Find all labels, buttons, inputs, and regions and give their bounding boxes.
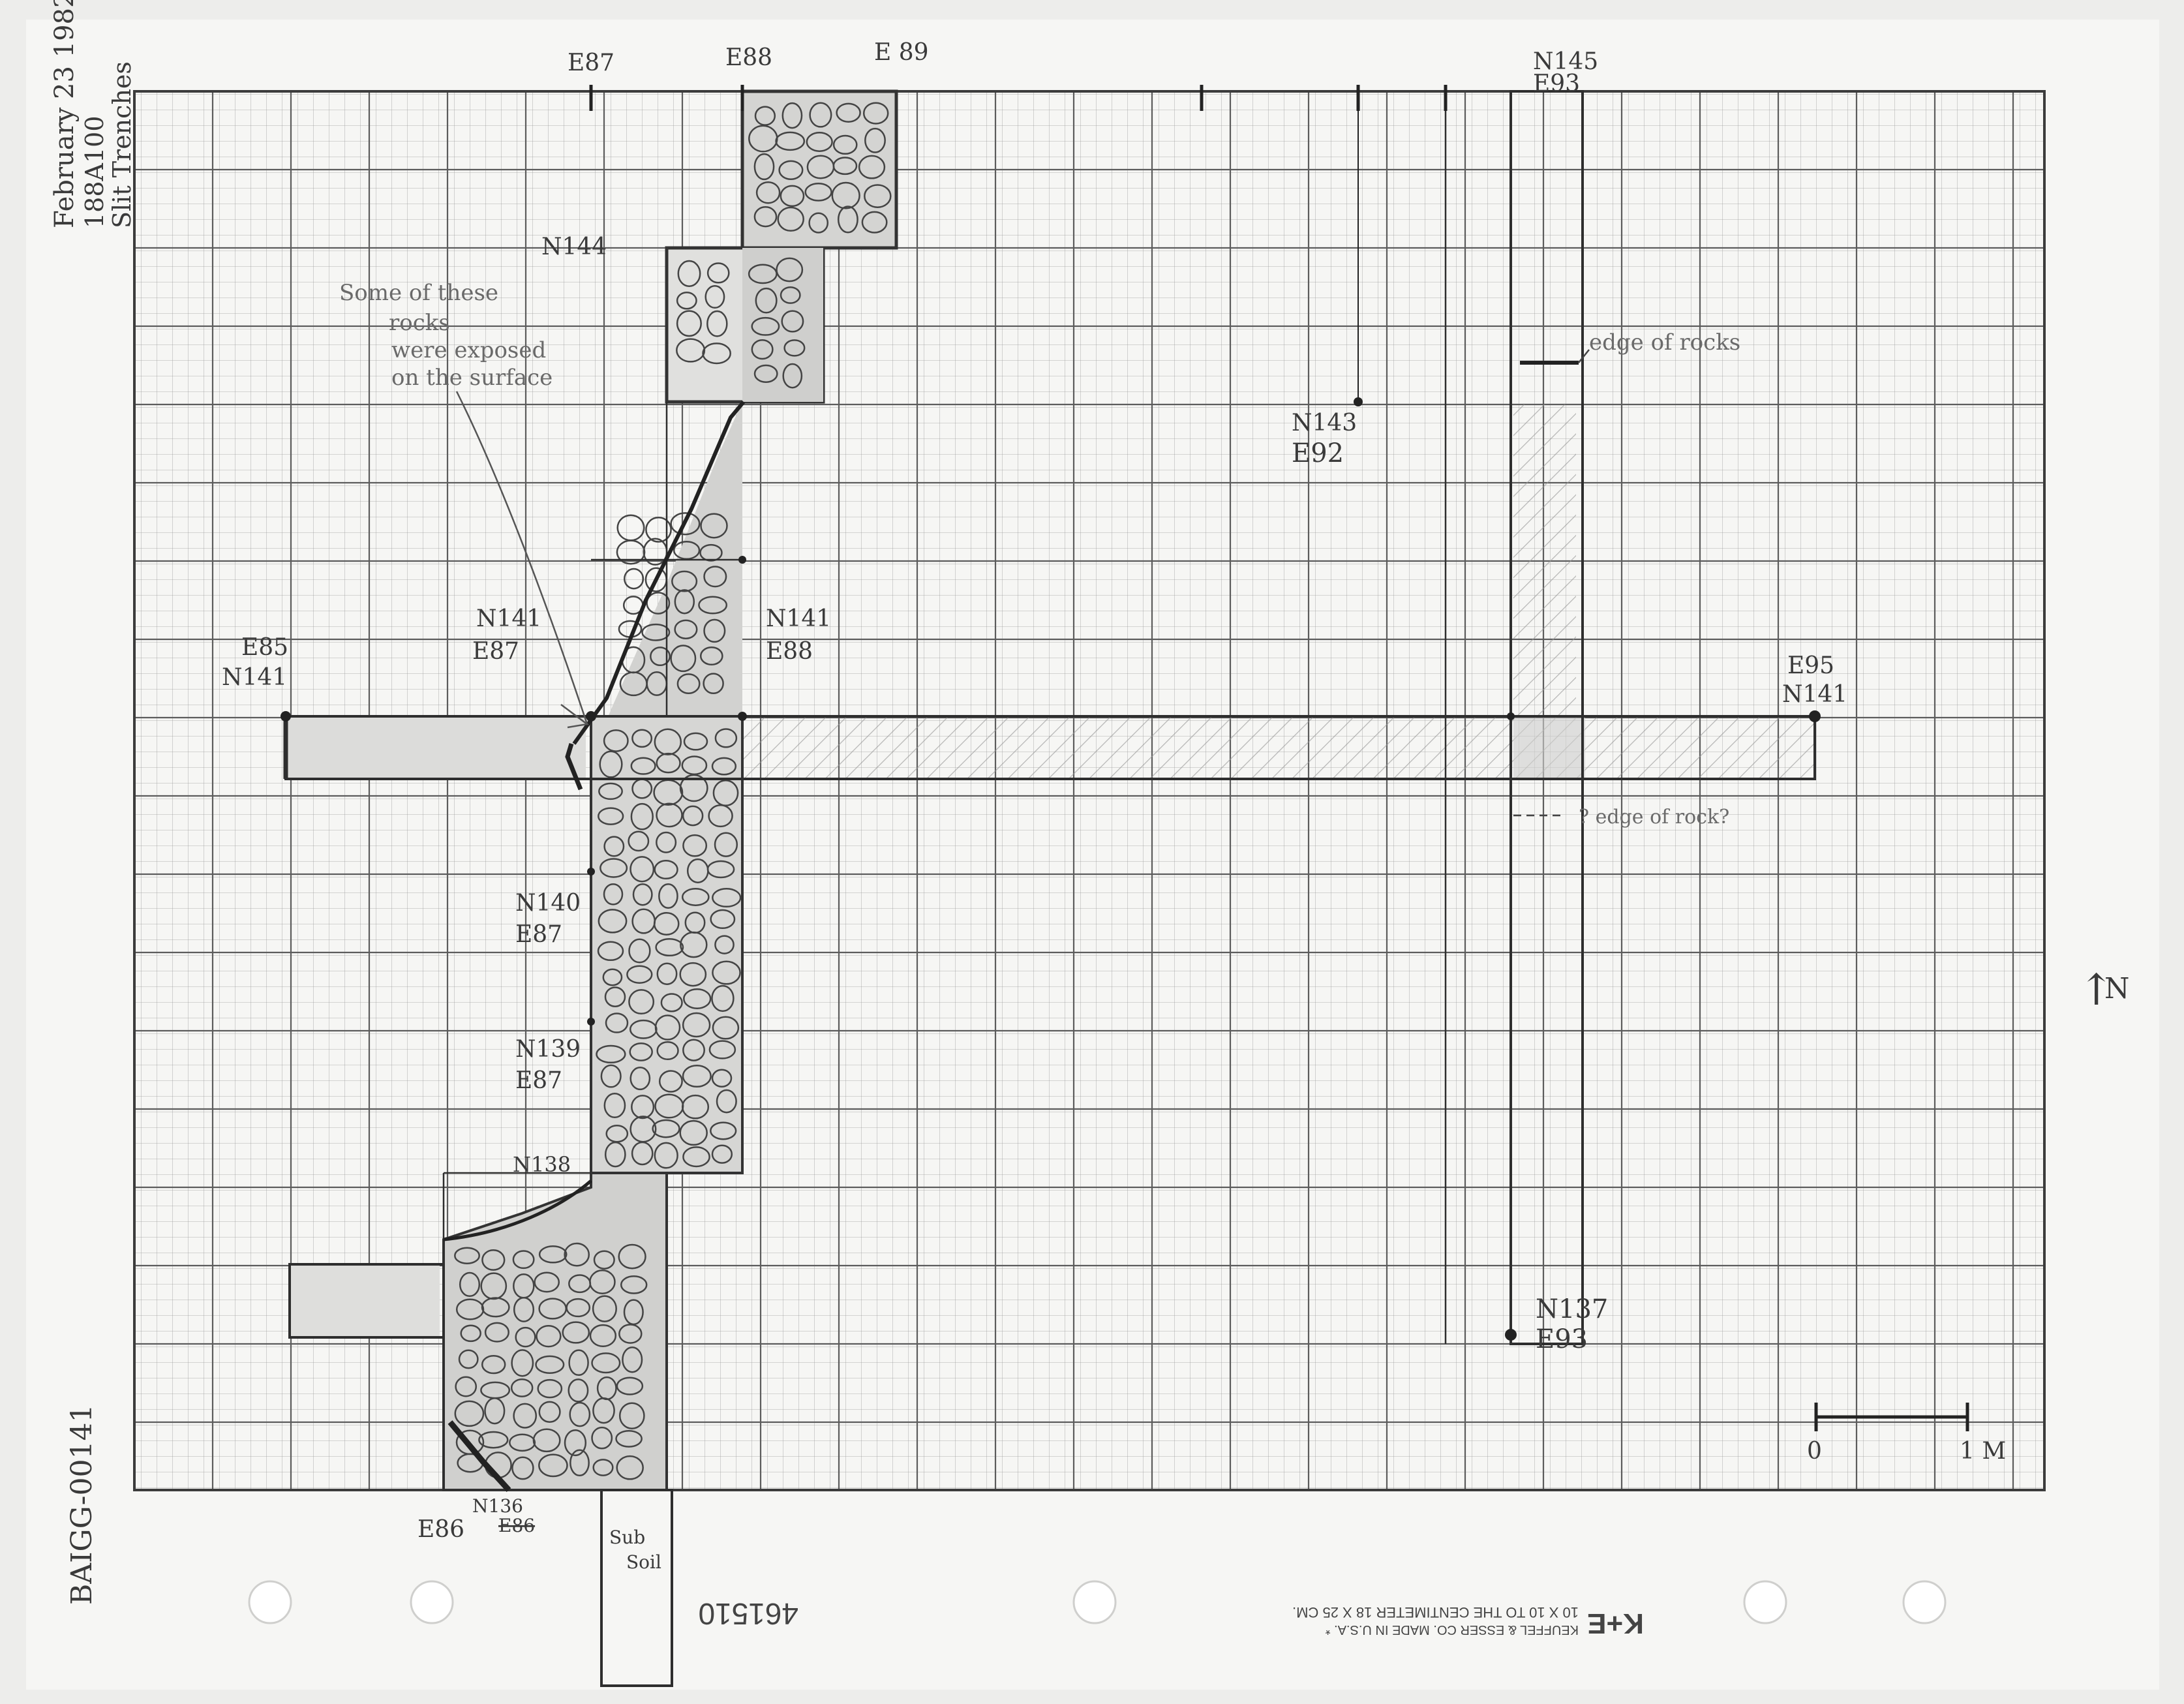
datum-points xyxy=(281,397,1821,1341)
edge-rocks-note: edge of rocks xyxy=(1589,329,1740,356)
label-n143: N143 xyxy=(1292,410,1357,436)
label-n139: N139 xyxy=(515,1036,581,1063)
note-line-1: Some of these xyxy=(339,280,498,306)
scale-zero: 0 xyxy=(1807,1438,1822,1465)
annotations: Some of these rocks were exposed on the … xyxy=(339,280,1740,1573)
label-e88-top: E88 xyxy=(725,44,772,71)
label-e86: E86 xyxy=(417,1516,464,1543)
label-n141-b: N141 xyxy=(766,605,831,632)
note-line-4: on the surface xyxy=(391,365,553,391)
label-n137: N137 xyxy=(1536,1294,1608,1324)
label-n144: N144 xyxy=(541,234,607,260)
printer-line-1: KEUFFEL & ESSER CO. MADE IN U.S.A. * xyxy=(1326,1622,1579,1637)
label-n141-a: N141 xyxy=(476,605,541,632)
binder-holes xyxy=(248,1580,1947,1624)
note-leader-line xyxy=(455,391,588,725)
printer-line-2: 10 X 10 TO THE CENTIMETER 18 X 25 CM. xyxy=(1292,1604,1579,1620)
label-n136: N136 xyxy=(472,1495,523,1517)
scale-bar xyxy=(1814,1403,1969,1431)
label-e93-top: E93 xyxy=(1533,70,1580,97)
header-site: 188A100 xyxy=(80,115,109,228)
rock-areas xyxy=(442,89,898,1491)
rock-boundary-curve xyxy=(443,1179,592,1241)
header-date: February 23 1982 xyxy=(50,0,80,228)
subsoil-line-1: Sub xyxy=(609,1527,645,1548)
label-e93-bottom: E93 xyxy=(1536,1324,1588,1354)
label-n138: N138 xyxy=(513,1152,571,1177)
label-e88-b: E88 xyxy=(766,638,813,665)
label-n141-left: N141 xyxy=(222,664,287,691)
note-line-2: rocks xyxy=(389,310,450,336)
note-arrow xyxy=(560,704,590,729)
rock-boundary-line xyxy=(572,401,746,745)
label-e87-c: E87 xyxy=(515,921,562,948)
rock-edge-mark-2 xyxy=(447,1420,511,1493)
printer-brand: K+E xyxy=(1587,1607,1644,1639)
label-n145: N145 xyxy=(1533,48,1598,75)
grid-labels: E87 E88 E 89 N145 E93 N144 N143 E92 E85 … xyxy=(222,39,1847,1543)
trench-shading xyxy=(286,404,1813,1337)
north-arrow-icon: ↑ xyxy=(2078,965,2114,1015)
edge-rock-q-note: ? edge of rock? xyxy=(1579,806,1729,829)
north-label: N xyxy=(2104,972,2130,1005)
edge-rocks-pointer xyxy=(1578,349,1590,363)
label-e86-b: E86 xyxy=(498,1515,535,1536)
label-e92: E92 xyxy=(1292,438,1344,468)
catalog-id: BAIGG-00141 xyxy=(65,1405,99,1605)
label-e89-top: E 89 xyxy=(874,39,929,66)
label-e87-a: E87 xyxy=(472,638,519,665)
rock-edge-mark xyxy=(565,742,583,791)
top-stake-ticks xyxy=(589,85,1448,402)
note-line-3: were exposed xyxy=(391,337,546,363)
serial-number: 461510 xyxy=(699,1597,799,1631)
scale-one-meter: 1 M xyxy=(1960,1438,2006,1465)
label-e85: E85 xyxy=(241,634,288,661)
subsoil-line-2: Soil xyxy=(626,1551,661,1573)
label-e87-top: E87 xyxy=(568,50,614,76)
label-e95: E95 xyxy=(1787,652,1834,679)
label-n140: N140 xyxy=(515,890,581,917)
header-title: Slit Trenches xyxy=(108,61,136,228)
label-n141-right: N141 xyxy=(1782,681,1847,708)
label-e87-d: E87 xyxy=(515,1067,562,1094)
